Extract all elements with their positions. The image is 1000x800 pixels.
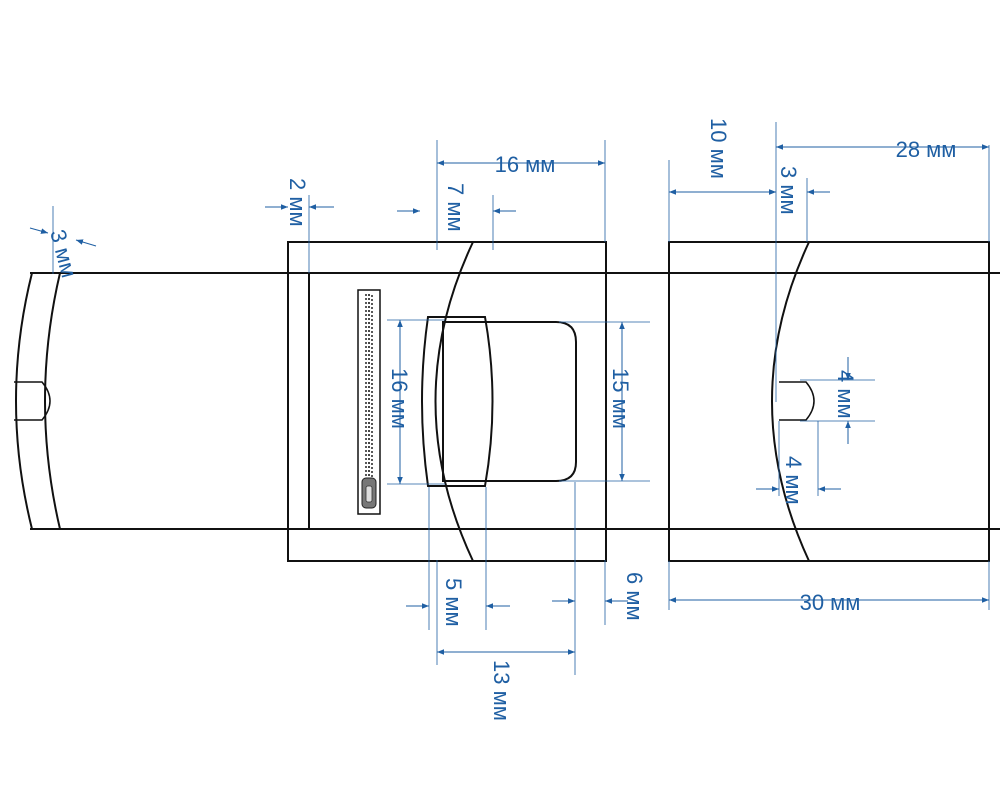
- dim-label-right-total: 28 мм: [896, 137, 957, 162]
- dim-label-tab-width: 4 мм: [781, 456, 806, 505]
- pocket-block: [287, 241, 607, 562]
- pocket-flap: [421, 316, 494, 487]
- dim-label-right-width: 30 мм: [800, 590, 861, 615]
- dim-label-right-margin: 6 мм: [622, 572, 647, 621]
- dim-label-flap-bottom: 5 мм: [441, 578, 466, 627]
- left-strap-end: [14, 272, 61, 530]
- left-end-curve-inner: [44, 272, 61, 530]
- pocket-seam-curve: [434, 241, 474, 562]
- dim-label-band: 2 мм: [285, 178, 310, 227]
- dim-label-pocket-height: 15 мм: [608, 368, 633, 429]
- dimension-labels: 3 мм 2 мм 16 мм 7 мм 16 мм 15 мм 5 мм 6 …: [45, 118, 956, 721]
- dimension-lines: [29, 144, 989, 655]
- left-end-curve-outer: [15, 272, 33, 530]
- dim-label-zip-height: 16 мм: [387, 368, 412, 429]
- dim-label-right-offset: 10 мм: [706, 118, 731, 179]
- zipper: [357, 289, 381, 515]
- right-block: [668, 241, 990, 562]
- strap-outline: [30, 272, 1000, 530]
- dim-label-pocket-width: 13 мм: [489, 660, 514, 721]
- pocket-frame: [287, 241, 607, 562]
- pocket-rounded: [442, 321, 577, 482]
- left-tab: [14, 381, 51, 421]
- dim-label-flap-curve: 7 мм: [443, 183, 468, 232]
- dim-label-right-curve: 3 мм: [776, 166, 801, 215]
- dim-label-pocket-top: 16 мм: [495, 152, 556, 177]
- dim-label-tab-height: 4 мм: [833, 370, 858, 419]
- right-seam-curve: [771, 241, 810, 562]
- zipper-pull: [365, 485, 373, 503]
- right-frame: [668, 241, 990, 562]
- right-tab: [779, 381, 815, 421]
